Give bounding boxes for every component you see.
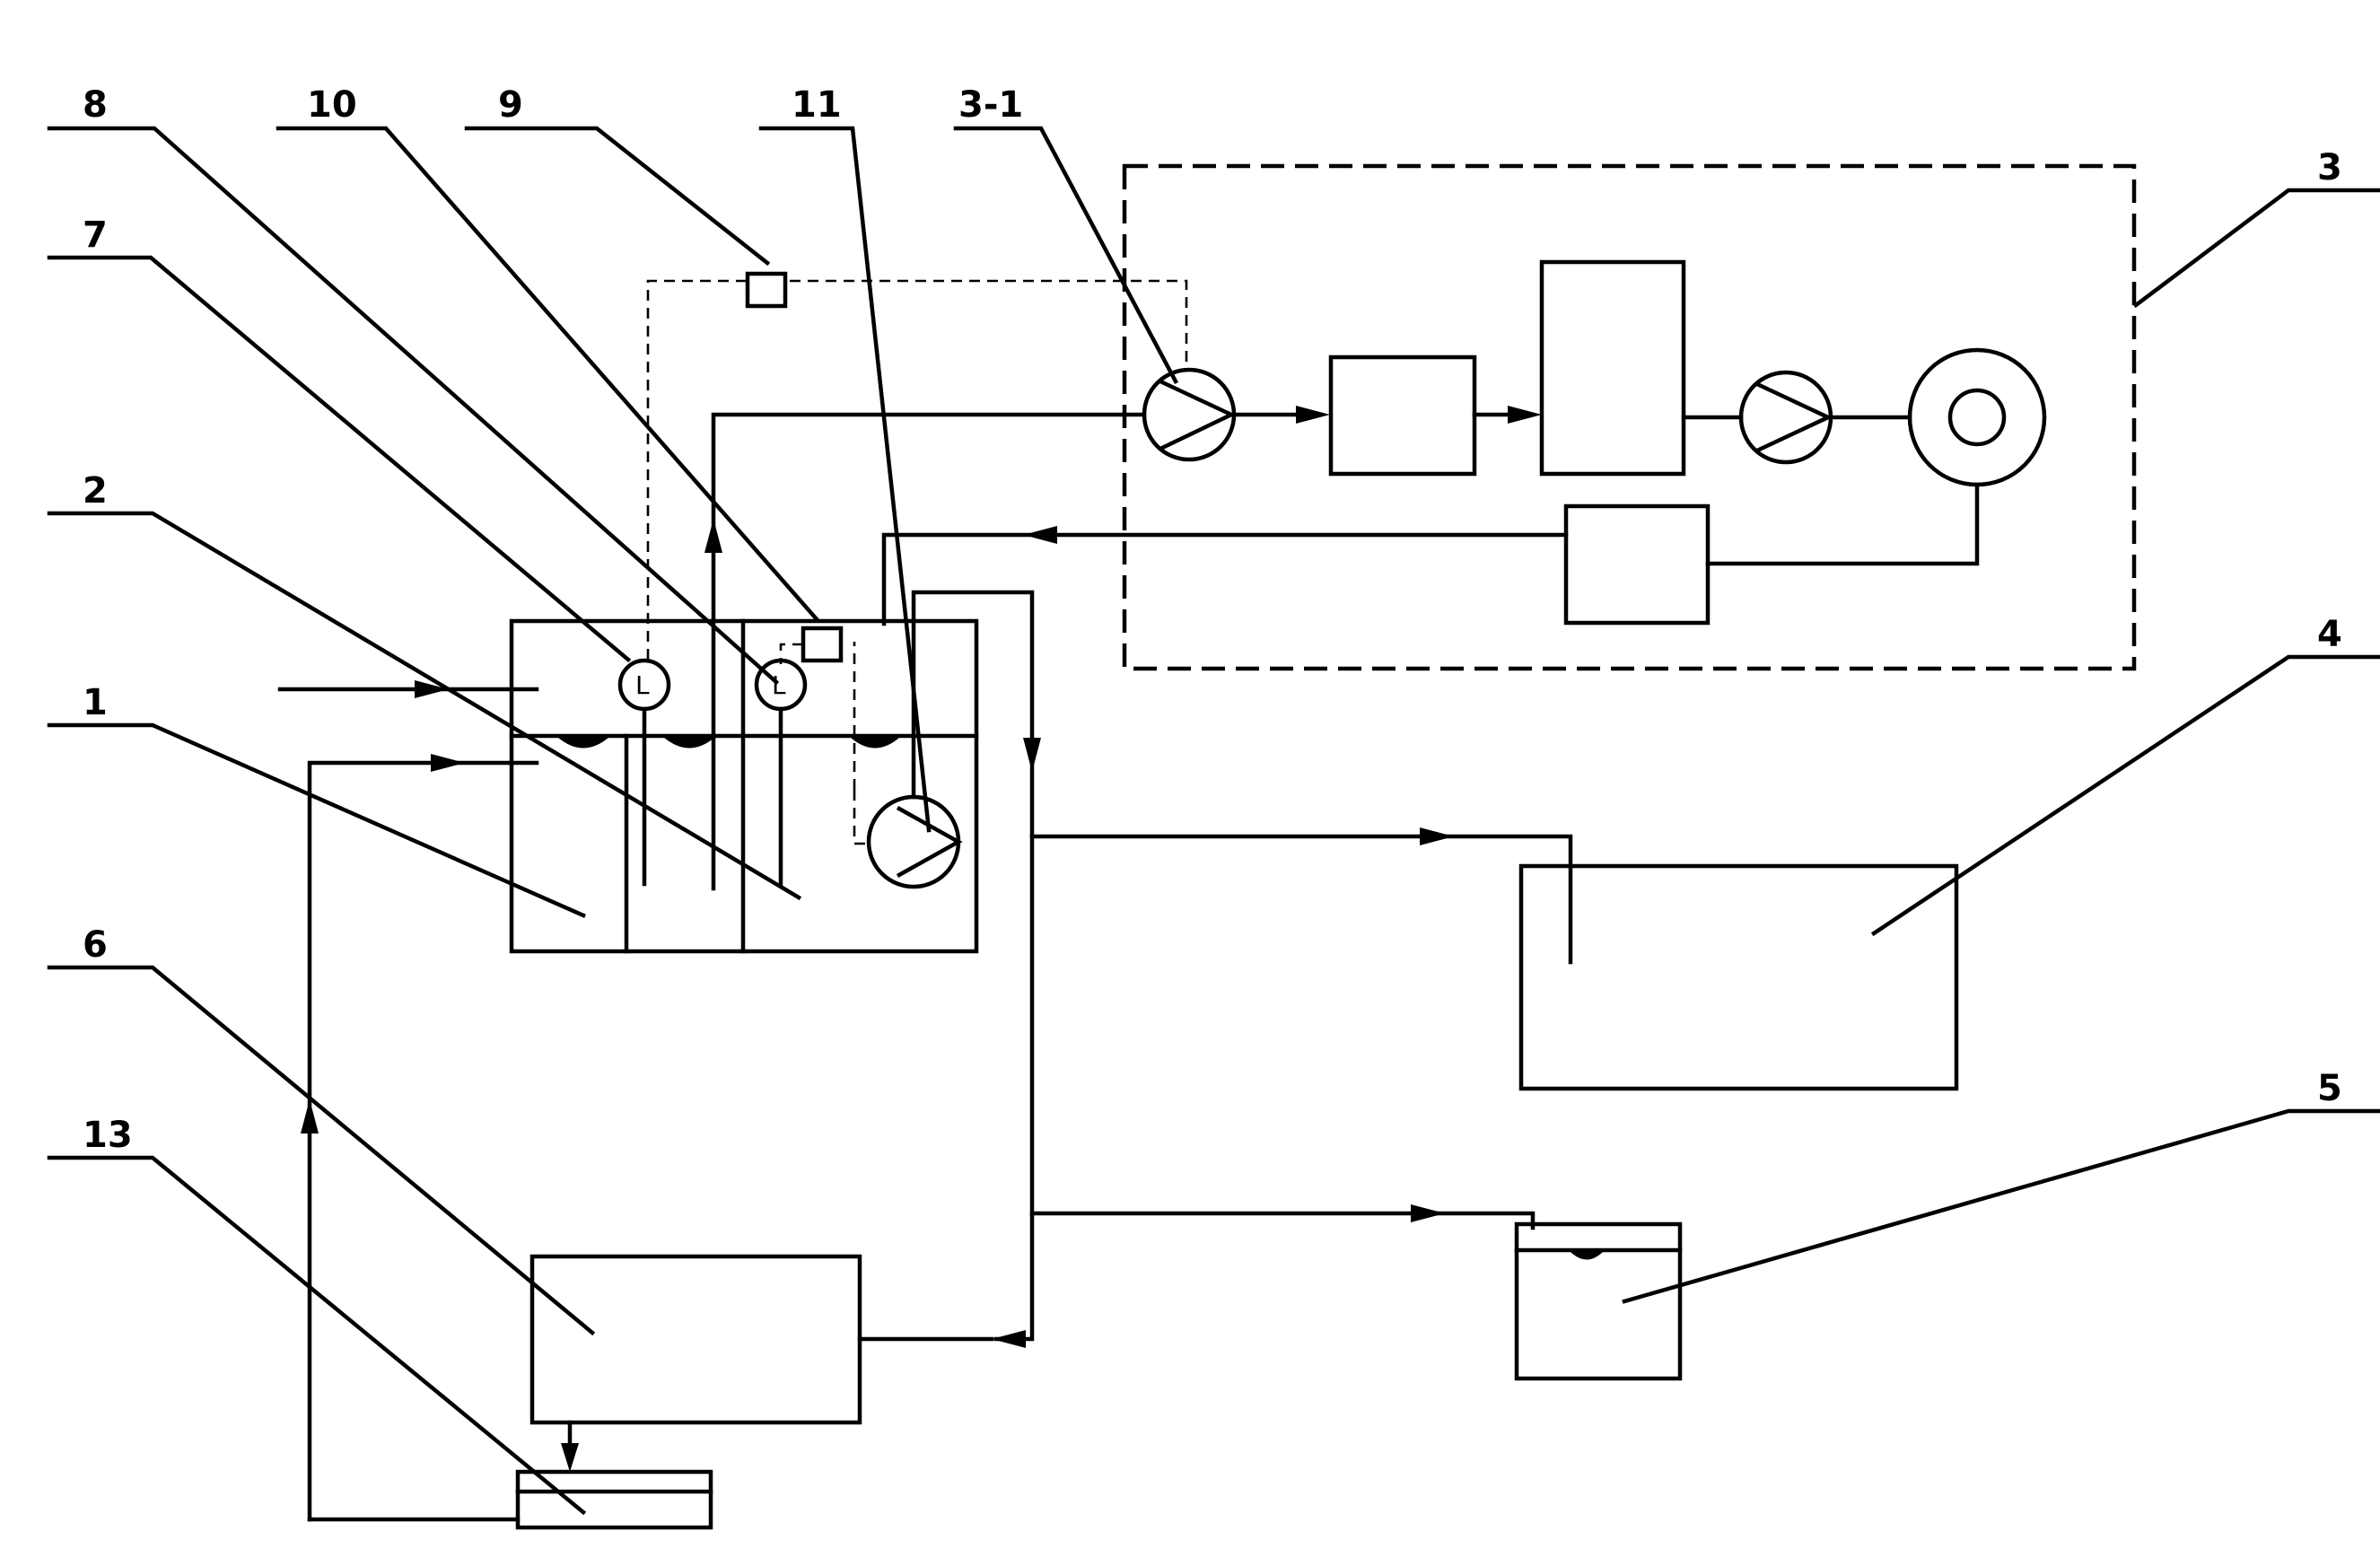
label-11: 11: [792, 84, 842, 126]
label-3: 3: [2317, 147, 2342, 188]
leader-13: 13: [47, 1115, 587, 1516]
level-gauge-7: L: [617, 658, 671, 887]
meniscus-3: [851, 738, 899, 748]
label-7: 7: [83, 214, 108, 256]
gauge-8-symbol: L: [772, 670, 786, 700]
pipe-to-tank-4: [1029, 834, 1573, 965]
unit-3: [881, 163, 2137, 671]
pump-11-outlet: [911, 590, 1035, 1342]
label-10: 10: [307, 84, 357, 126]
leader-1: 1: [47, 682, 586, 918]
leader-11: 11: [758, 84, 932, 833]
label-8: 8: [83, 84, 108, 126]
leader-3-1: 3-1: [953, 84, 1179, 385]
tank-4: [1518, 863, 1959, 1091]
flow-ring-to-box-c: [1705, 482, 1980, 566]
meniscus-2: [664, 738, 714, 748]
signal-11: [853, 790, 869, 845]
process-box-c: [1563, 503, 1711, 626]
leader-4: 4: [1870, 614, 2380, 937]
signal-10: [779, 643, 803, 664]
pump-3-1: [1142, 367, 1237, 462]
leader-8: 8: [47, 84, 780, 686]
label-6: 6: [83, 924, 108, 966]
unit-13-outline: [515, 1469, 713, 1530]
signal-line-9: [646, 279, 1188, 660]
tank-5: [1514, 1221, 1683, 1381]
leader-3: 3: [2132, 147, 2380, 309]
flow-return-to-tank: [881, 532, 1569, 626]
label-3-1: 3-1: [958, 84, 1023, 126]
unit-3-enclosure: [1122, 163, 2137, 671]
leader-2: 2: [47, 470, 802, 901]
pump-secondary: [1738, 370, 1833, 465]
label-2: 2: [83, 470, 108, 512]
leader-5: 5: [1622, 1068, 2380, 1304]
ring-unit: [1907, 347, 2047, 487]
branch-to-5: [1029, 1204, 1536, 1230]
leader-9: 9: [464, 84, 771, 267]
label-1: 1: [83, 682, 108, 723]
tank-5-outline: [1514, 1221, 1683, 1381]
label-5: 5: [2317, 1068, 2342, 1109]
leader-10: 10: [276, 84, 820, 623]
sensor-box-10: [801, 626, 844, 663]
unit-13: [307, 1469, 713, 1530]
label-9: 9: [498, 84, 523, 126]
recycle-line: [307, 760, 539, 1522]
level-gauge-8: L: [754, 658, 808, 887]
controller-box-9: [745, 271, 788, 309]
main-tank: L L: [277, 412, 1147, 1522]
label-13: 13: [83, 1115, 133, 1156]
pipe-to-tank-5: [1029, 1211, 1536, 1230]
gauge-7-symbol: L: [635, 670, 650, 700]
leader-7: 7: [47, 214, 632, 663]
leader-6: 6: [47, 924, 596, 1336]
meniscus-1: [558, 738, 608, 748]
process-box-a: [1328, 354, 1477, 477]
process-box-b: [1539, 259, 1686, 477]
pump-11: [866, 794, 963, 889]
unit-6: [529, 1254, 862, 1425]
feed-pipe-to-unit-3: [711, 412, 1147, 891]
label-4: 4: [2317, 614, 2342, 655]
tank-5-meniscus: [1571, 1252, 1603, 1260]
branch-to-4: [1029, 827, 1573, 965]
control-loop-9: [646, 271, 1188, 790]
